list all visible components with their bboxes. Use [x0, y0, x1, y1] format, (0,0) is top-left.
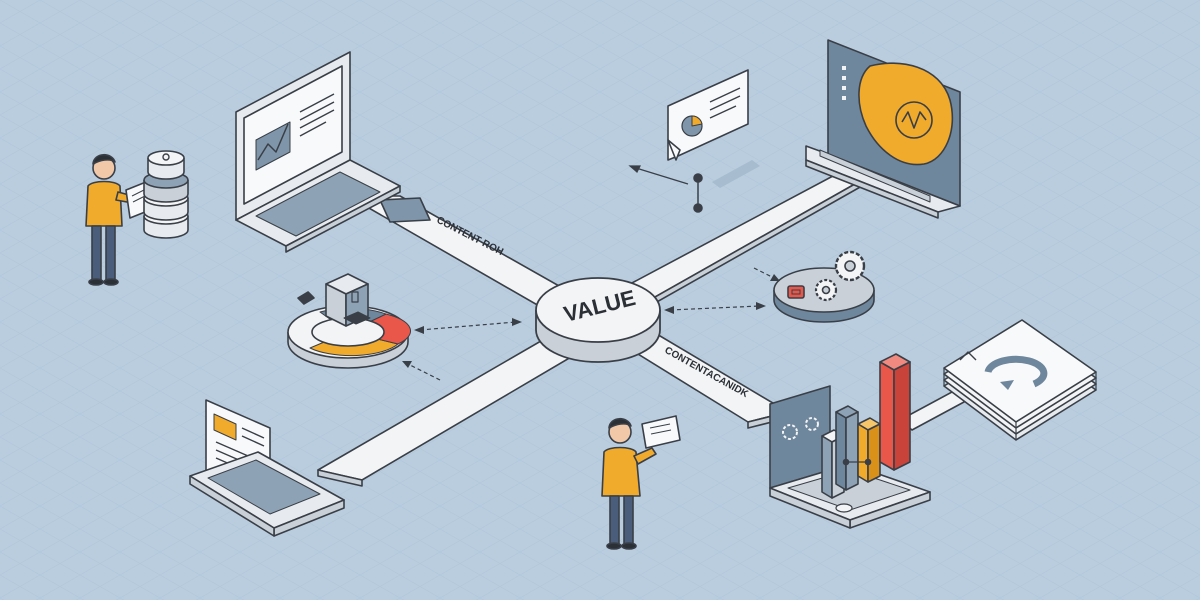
arrow-to-presentation [628, 165, 689, 185]
arrow-to-cube [402, 361, 441, 381]
refresh-stack-icon [943, 319, 1097, 441]
gears-platform-icon [773, 250, 875, 323]
dashboard-screen-icon [805, 39, 961, 219]
value-hub [535, 277, 661, 363]
laptop-chart-icon [235, 51, 401, 253]
database-stack-icon [143, 150, 189, 239]
cube-pie-ring-icon [287, 273, 412, 369]
pathways [317, 167, 991, 487]
arrow-hub-to-gears [664, 302, 766, 314]
bar-chart-laptop-icon [769, 353, 931, 529]
arrow-to-gears [753, 267, 780, 281]
arrow-cube-to-hub [414, 318, 522, 334]
document-laptop-icon [189, 399, 345, 537]
presentation-pie-icon [667, 69, 760, 213]
person-with-tablet-icon [601, 415, 681, 550]
pathway-laptop-connector [379, 197, 431, 223]
